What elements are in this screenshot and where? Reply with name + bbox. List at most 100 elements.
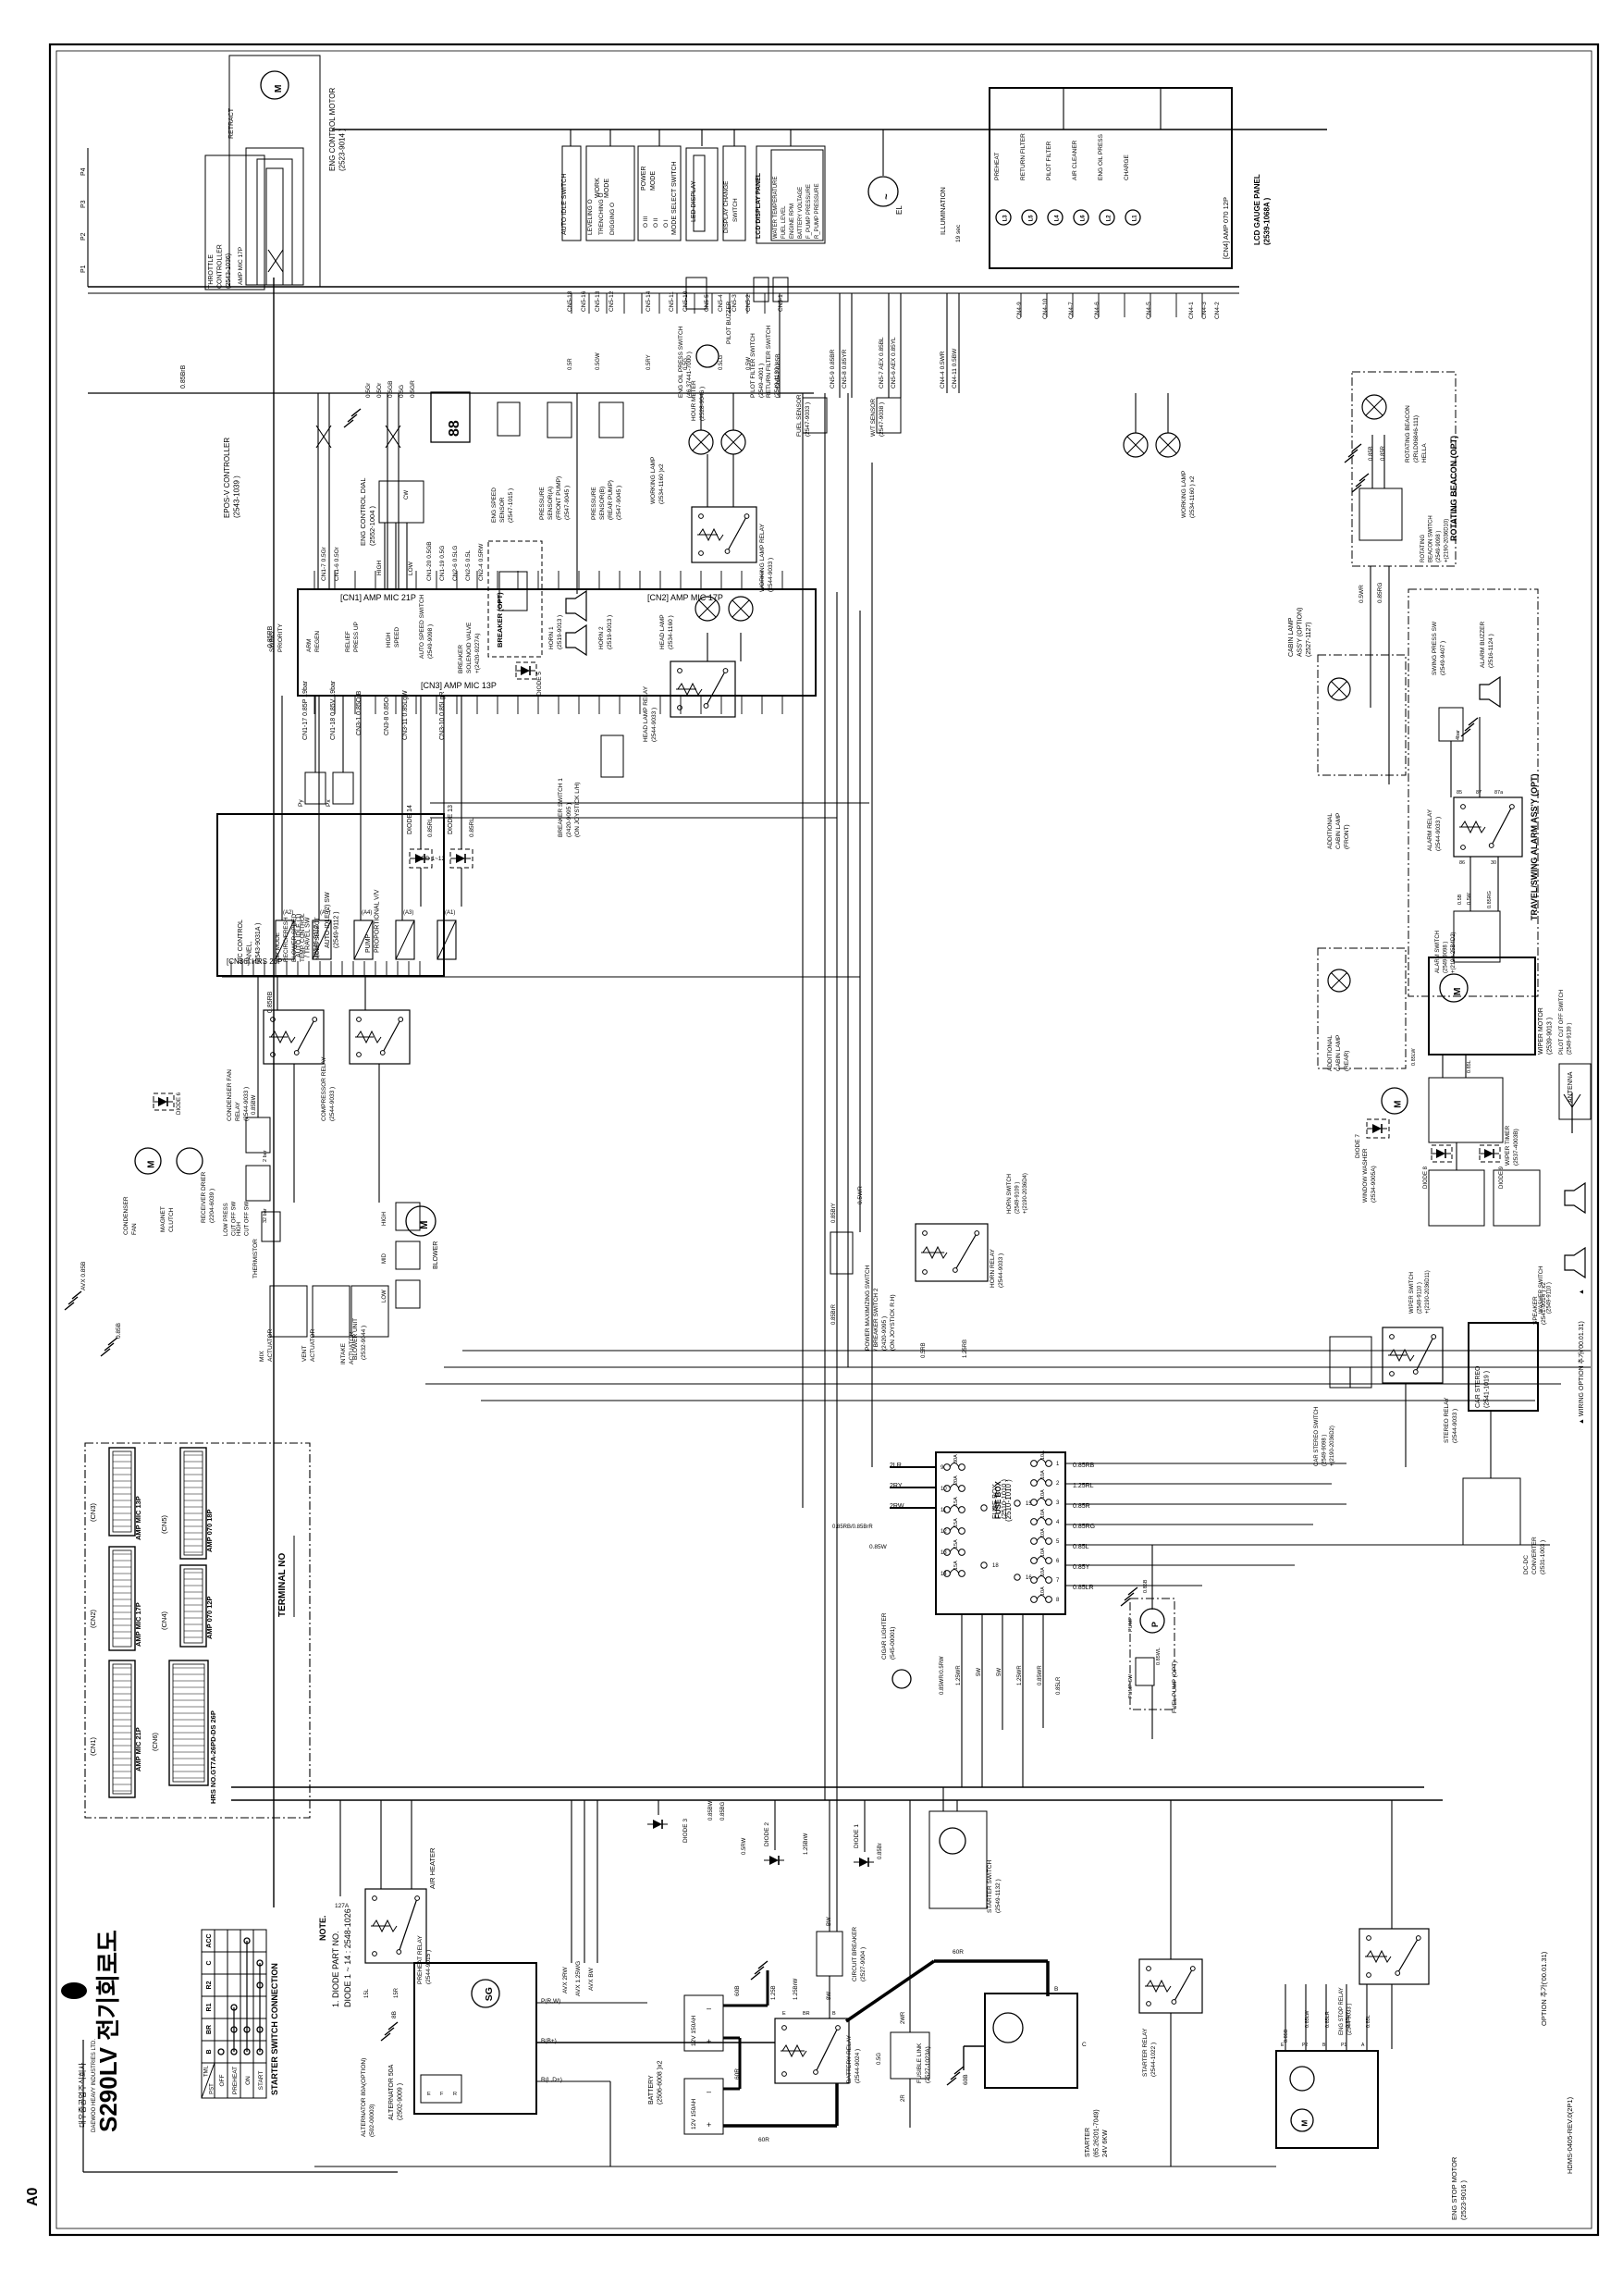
fuse-terminal (958, 1485, 965, 1492)
device-circle-icon (405, 1205, 436, 1237)
ground-icon (384, 2027, 395, 2036)
schematic-label: WORKING LAMP (650, 457, 657, 504)
device-circle-icon (1289, 2066, 1315, 2092)
schematic-label: BREAKER (OPT) (496, 592, 504, 648)
schematic-label: 1.25B (771, 1985, 777, 2000)
schematic-label: 1.25RL (1073, 1483, 1094, 1489)
relay-coil-icon (1460, 820, 1486, 834)
device-circle-label: SG (484, 1987, 495, 2001)
relay-pin (356, 1017, 362, 1022)
schematic-label: (2420-9095 ) (566, 803, 572, 837)
schematic-label: CN2-4 0.5RW (478, 543, 485, 581)
schematic-label: 0.5R (568, 358, 573, 370)
device-circle-label: L1 (1133, 215, 1138, 222)
schematic-label: (2543-1039 ) (233, 475, 241, 518)
schematic-label: SENSOR (499, 497, 506, 523)
relay-pin (922, 1269, 928, 1275)
solenoid-coil-icon (353, 920, 374, 960)
connector-type: AMP MIC 17P (134, 1602, 142, 1647)
ground-icon (1359, 473, 1370, 482)
schematic-label: 60B (963, 2074, 969, 2085)
schematic-label: +(2420-9227A) (474, 633, 481, 673)
relay-pin (1366, 1972, 1371, 1978)
schematic-label: DIODE 6 (177, 1092, 182, 1115)
schematic-label: (2420-9095 ) (881, 1316, 888, 1351)
diode-icon (859, 1858, 868, 1867)
schematic-label: PILOT CUT OFF SWITCH (1559, 990, 1565, 1055)
schematic-label: ENG OIL PRESS (1098, 133, 1104, 180)
diode-icon (456, 854, 465, 863)
schematic-label: 0.85L (1366, 2015, 1371, 2028)
connector-type: HRS NO.GT7A-26PD-DS 26P (209, 1710, 217, 1804)
schematic-label: HOUR METER (691, 380, 697, 421)
schematic-label: 0.85W (869, 1544, 888, 1550)
schematic-label: LCD DISPLAY PANEL (756, 172, 762, 239)
wire (267, 249, 284, 273)
device-circle-label: M (1393, 1101, 1403, 1108)
connector-outline (108, 1447, 136, 1537)
schematic-label: CN5-4 (718, 294, 724, 312)
schematic-label: 87 (1476, 790, 1482, 796)
component-box (378, 480, 424, 524)
schematic-label: (2547-1015 ) (508, 488, 514, 523)
schematic-label: ENG SPEED (491, 488, 498, 523)
table-cell-label: BR (206, 2025, 213, 2034)
fuse-number: 6 (1056, 1559, 1060, 1564)
schematic-label: 0.85RB (267, 625, 274, 648)
schematic-label: 0.85BrB (180, 364, 187, 389)
wire (398, 1897, 418, 1953)
note-title: NOTE. (318, 1915, 327, 1941)
relay-pin (396, 1949, 402, 1955)
relay-box (364, 1888, 427, 1964)
schematic-label: CABIN LAMP (1335, 1035, 1342, 1071)
schematic-label: 0.85Br (878, 1843, 883, 1859)
schematic-label: 19 sec (955, 224, 962, 242)
ground-icon (1464, 722, 1475, 732)
schematic-label: CN3-1 0.85OrB (356, 690, 363, 735)
relay-pin (1189, 1966, 1196, 1971)
schematic-label: (2541-9014 ) x2 (1541, 1282, 1547, 1325)
schematic-label: 24V 6KW (1102, 2129, 1109, 2157)
schematic-label: WIPER SWITCH (1409, 1272, 1415, 1314)
schematic-label: RETURN FILTER SWITCH (766, 325, 772, 398)
schematic-label: MODE (604, 179, 610, 198)
table-cell-label: START (258, 2071, 264, 2091)
schematic-label: DIODE 7 (1355, 1134, 1361, 1158)
schematic-label: (2549-1132 ) (995, 1879, 1002, 1913)
diode-icon (158, 1097, 167, 1106)
company-name-ko: 대우중공업주식회사 (78, 2062, 87, 2128)
fuse-amp: 15A (953, 1561, 959, 1570)
table-cell-label: C (206, 1960, 213, 1965)
schematic-label: (2544-9033 ) (768, 558, 774, 592)
schematic-label: (A5) (320, 910, 330, 916)
schematic-label: (2543-9031A ) (255, 923, 262, 964)
schematic-label: (2544-9015 ) (425, 1950, 432, 1984)
schematic-label: 86 (1459, 860, 1465, 866)
schematic-label: HIGH (382, 1212, 387, 1226)
fuse-terminal (1030, 1479, 1038, 1487)
schematic-label: PILOT FILTER SWITCH (750, 333, 756, 398)
starter-switch-table-title: STARTER SWITCH CONNECTION (270, 1963, 279, 2095)
schematic-label: CN5-12 (609, 290, 615, 312)
schematic-label: (2534-1160 )x2 (658, 463, 665, 504)
schematic-label: P4 (80, 167, 87, 176)
schematic-label: 0.85LW (1305, 2010, 1310, 2028)
schematic-label: CAR STEREO (1475, 1365, 1482, 1408)
fuse-number: 14 (941, 1572, 947, 1577)
device-circle-label: M (419, 1220, 430, 1228)
fuse-terminal (1045, 1557, 1052, 1564)
schematic-label: 60B (734, 1985, 741, 1996)
schematic-label: CN4-11 0.5BW (952, 348, 958, 389)
revision-note: OPTION 추가('00.01.31) (1540, 1951, 1548, 2026)
schematic-label: MODE SELECT (314, 917, 321, 960)
schematic-label: (2527-1127) (1306, 622, 1312, 657)
fuse-amp: 10A (1040, 1586, 1046, 1596)
schematic-label: 5W (997, 1668, 1002, 1676)
schematic-label: RETURN FILTER (1020, 133, 1027, 180)
fuse-amp: 10A (1040, 1567, 1046, 1576)
fuse-amp: 10A (1040, 1489, 1046, 1499)
component-box (245, 1165, 271, 1202)
schematic-label: ROTATING (1420, 535, 1426, 562)
wire (315, 425, 332, 449)
schematic-label: 0.85RG (1377, 583, 1383, 603)
